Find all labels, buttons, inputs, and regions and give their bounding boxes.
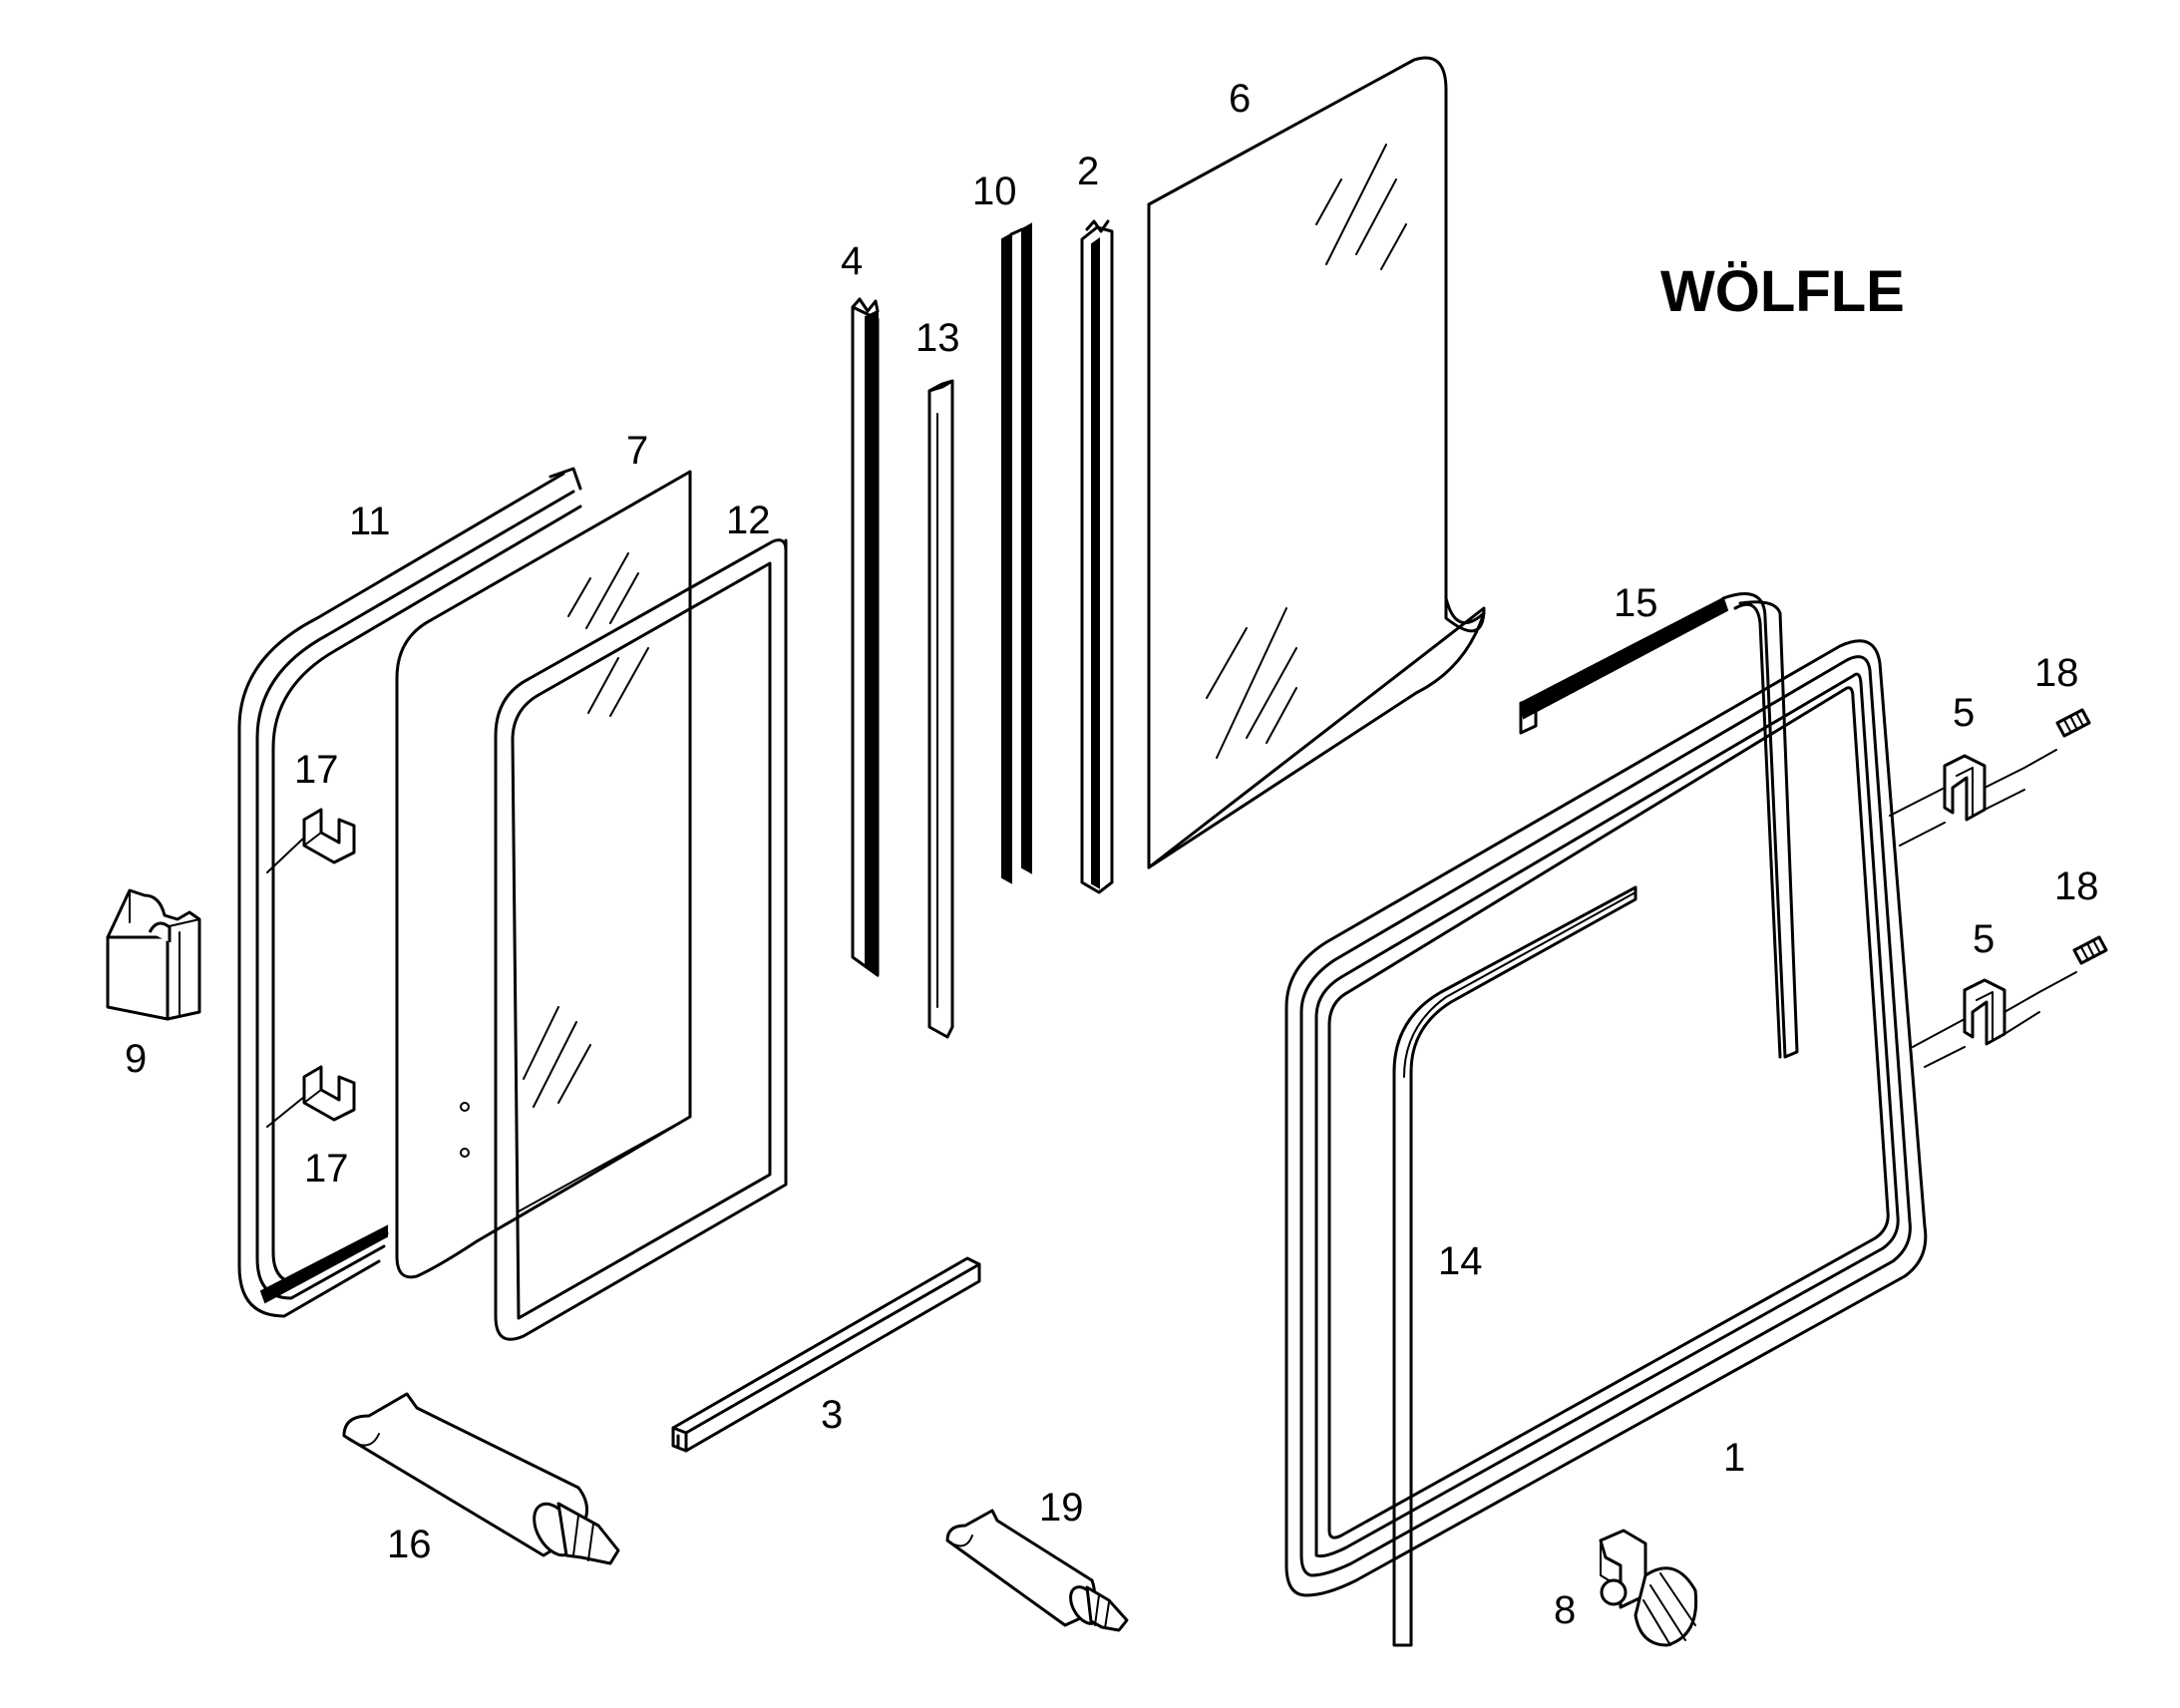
callout-8: 8 (1554, 1588, 1576, 1632)
callout-labels: 1 2 3 4 5 5 6 7 8 9 10 11 12 13 14 15 16… (125, 77, 2099, 1632)
callout-10: 10 (972, 170, 1017, 213)
part-13-u-profile (927, 379, 954, 1039)
callout-6: 6 (1229, 77, 1251, 121)
callout-16: 16 (387, 1523, 432, 1566)
callout-17a: 17 (294, 748, 339, 792)
part-16-tube (342, 1392, 620, 1565)
callout-15: 15 (1614, 581, 1658, 625)
callout-7: 7 (626, 429, 648, 473)
part-19-tube (945, 1509, 1129, 1632)
part-18b-screw (2072, 935, 2108, 965)
callout-5b: 5 (1973, 917, 1995, 961)
part-4-profile-strip (851, 297, 880, 978)
part-18a-screw (2055, 708, 2091, 738)
callout-13: 13 (915, 316, 960, 360)
part-5a-bracket (1889, 749, 2057, 847)
callout-4: 4 (841, 239, 863, 283)
part-17a-clip (266, 808, 356, 873)
part-7-glass-pane (395, 470, 692, 1279)
part-1-main-frame (1284, 639, 1928, 1597)
callout-14: 14 (1438, 1239, 1483, 1283)
part-14-inner-seal (1392, 885, 1637, 1647)
part-17b-clip (266, 1065, 356, 1128)
part-8-knob (1599, 1529, 1698, 1647)
callout-2: 2 (1077, 150, 1099, 193)
callout-5a: 5 (1953, 691, 1975, 735)
part-9-latch (106, 888, 201, 1021)
callout-3: 3 (821, 1393, 843, 1437)
part-5b-bracket (1912, 971, 2077, 1068)
callout-12: 12 (726, 499, 771, 542)
callout-17b: 17 (304, 1147, 349, 1191)
part-6-glass-pane (1147, 56, 1486, 869)
part-2-guide-rail (1080, 219, 1114, 894)
part-11-seal-frame (237, 467, 582, 1318)
callout-18b: 18 (2054, 864, 2099, 908)
part-10-rubber-strip (1001, 222, 1032, 884)
callout-19: 19 (1039, 1486, 1084, 1530)
part-12-inner-frame (494, 538, 788, 1341)
callout-18a: 18 (2034, 651, 2079, 695)
part-3-bottom-strip (671, 1256, 981, 1453)
callout-11: 11 (349, 500, 391, 543)
part-15-seal-strip (1519, 592, 1799, 1059)
callout-1: 1 (1723, 1436, 1745, 1480)
callout-9: 9 (125, 1037, 147, 1081)
brand-title: WÖLFLE (1660, 259, 1905, 324)
